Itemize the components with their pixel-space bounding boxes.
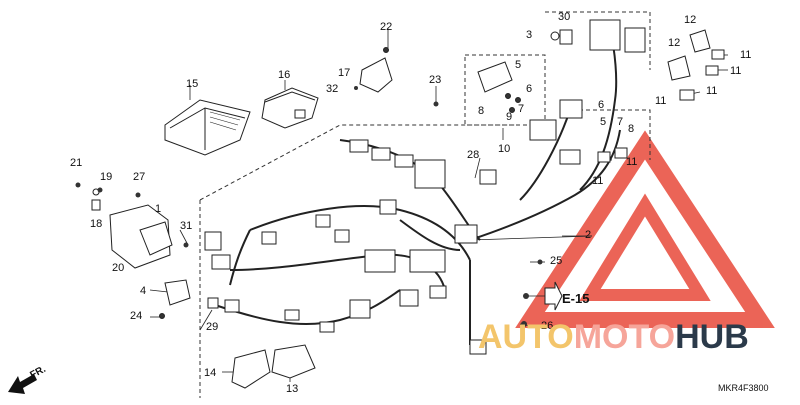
callout-8: 8: [478, 105, 485, 117]
callout-5: 5: [515, 59, 522, 71]
callout-27: 27: [133, 171, 146, 183]
callout-28: 28: [467, 149, 480, 161]
callout-11c: 11: [706, 85, 718, 97]
module-16: [261, 87, 319, 129]
front-direction-arrow: [8, 374, 37, 394]
reference-label: E-15: [562, 291, 590, 306]
callout-1: 1: [155, 203, 162, 215]
callout-10: 10: [498, 143, 511, 155]
callout-20: 20: [112, 262, 125, 274]
callout-8b: 8: [628, 123, 635, 135]
callout-11e: 11: [626, 156, 638, 168]
watermark-part-2: MOTO: [573, 318, 676, 356]
callout-12b: 12: [668, 37, 681, 49]
connectors: [204, 19, 646, 355]
fasteners: [75, 86, 543, 327]
callout-4: 4: [140, 285, 147, 297]
callout-7b: 7: [617, 116, 624, 128]
watermark-triangle: [515, 130, 775, 328]
callout-22: 22: [380, 21, 393, 33]
callout-14: 14: [204, 367, 217, 379]
callout-31: 31: [180, 220, 193, 232]
bracket-4: [159, 279, 191, 319]
watermark-part-3: HUB: [675, 318, 749, 356]
diagram-code: MKR4F3800: [718, 383, 769, 393]
callout-11f: 11: [592, 175, 604, 187]
callout-13: 13: [286, 383, 299, 395]
callout-11b: 11: [730, 65, 742, 77]
callout-11d: 11: [655, 95, 667, 107]
regulator: [91, 188, 173, 269]
callout-15: 15: [186, 78, 199, 90]
callout-32: 32: [326, 83, 339, 95]
callout-30: 30: [558, 11, 571, 23]
covers: [231, 344, 316, 389]
callout-3: 3: [526, 29, 533, 41]
callout-24: 24: [130, 310, 143, 322]
callout-11a: 11: [740, 49, 752, 61]
callout-25: 25: [550, 255, 563, 267]
callout-16: 16: [278, 69, 291, 81]
watermark-text: AUTOMOTOHUB: [478, 318, 749, 357]
watermark-part-1: AUTO: [478, 318, 574, 356]
ecu-unit: [164, 99, 251, 156]
relay-inset: [477, 61, 521, 113]
callout-6: 6: [526, 83, 533, 95]
callout-23: 23: [429, 74, 442, 86]
callout-21: 21: [70, 157, 83, 169]
callout-12a: 12: [684, 14, 697, 26]
callout-9: 9: [506, 111, 513, 123]
reference-arrow: [544, 281, 563, 311]
callout-7: 7: [518, 103, 525, 115]
callout-29: 29: [206, 321, 219, 333]
callout-18: 18: [90, 218, 103, 230]
callout-19: 19: [100, 171, 113, 183]
small-parts: [550, 29, 725, 163]
callout-17: 17: [338, 67, 351, 79]
callout-2: 2: [585, 229, 592, 241]
bracket-17: [359, 47, 393, 93]
callout-26: 26: [541, 320, 554, 332]
callout-5b: 5: [600, 116, 607, 128]
callout-6b: 6: [598, 99, 605, 111]
